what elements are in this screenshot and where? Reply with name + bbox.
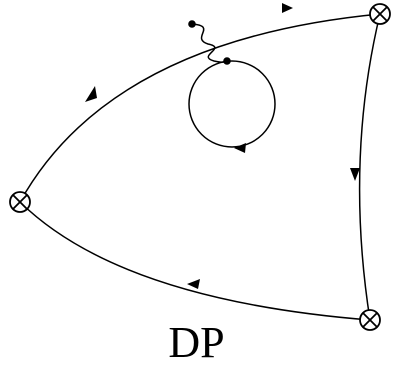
vertex-top-right: [369, 3, 391, 25]
propagator-top-right-to-bottom-right: [358, 13, 381, 321]
arrow-bottom-left: [187, 279, 200, 289]
arrow-right-down: [350, 168, 360, 181]
photon-line: [191, 23, 228, 63]
propagator-left-to-top-right: [19, 13, 381, 203]
arrow-left-up: [85, 86, 97, 102]
propagator-bottom-right-to-left: [19, 201, 371, 321]
vertex-bottom-right: [359, 309, 381, 331]
arrow-top-right: [282, 3, 293, 13]
vertex-left: [9, 191, 31, 213]
vertex-dot-loop: [223, 57, 231, 65]
diagram-caption: DP: [168, 318, 225, 367]
vertex-dot-outer: [188, 20, 196, 28]
fermion-loop: [188, 60, 276, 148]
